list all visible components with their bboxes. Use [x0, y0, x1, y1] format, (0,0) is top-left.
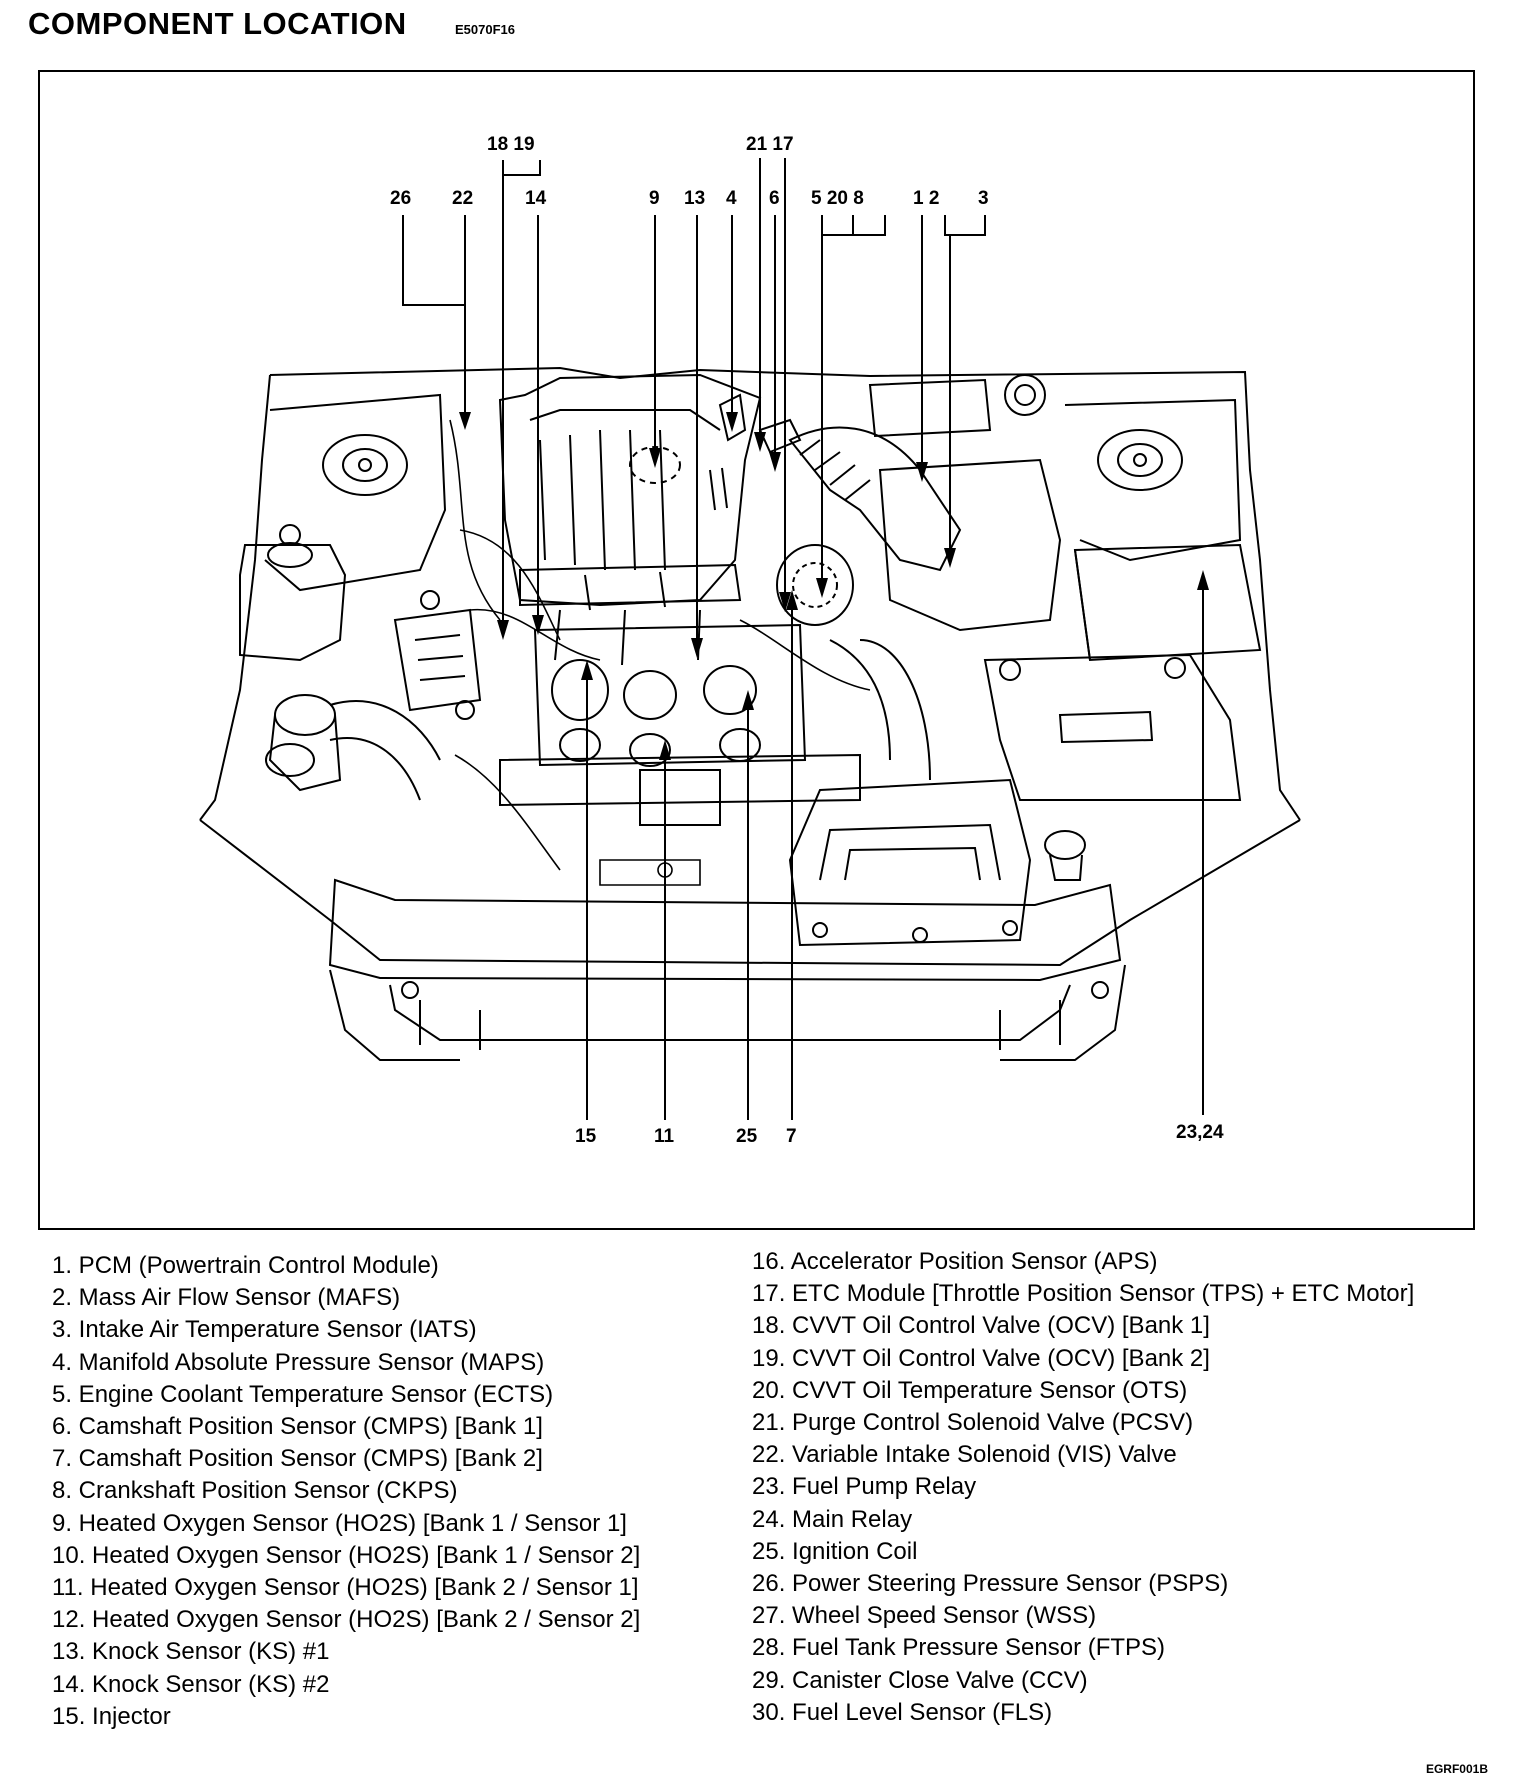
legend-item: 19. CVVT Oil Control Valve (OCV) [Bank 2…	[752, 1344, 1210, 1372]
right-components	[788, 458, 1262, 947]
legend-item: 21. Purge Control Solenoid Valve (PCSV)	[752, 1409, 1194, 1437]
callout-15: 15	[575, 1126, 597, 1147]
engine-bay-diagram: 18 19 21 17 26 22 14 9 13 4 6 5 20 8 1 2…	[199, 134, 1301, 1147]
legend-item: 30. Fuel Level Sensor (FLS)	[752, 1698, 1053, 1726]
callout-26: 26	[390, 188, 411, 209]
legend-item: 8. Crankshaft Position Sensor (CKPS)	[52, 1477, 458, 1505]
legend-item: 16. Accelerator Position Sensor (APS)	[752, 1248, 1158, 1275]
legend-item: 4. Manifold Absolute Pressure Sensor (MA…	[52, 1348, 545, 1376]
callout-4: 4	[726, 188, 737, 209]
legend-item: 5. Engine Coolant Temperature Sensor (EC…	[52, 1380, 554, 1408]
wiring-harness	[449, 419, 871, 886]
diagram-frame	[38, 70, 1475, 1230]
legend-item: 7. Camshaft Position Sensor (CMPS) [Bank…	[52, 1445, 543, 1473]
legend-right-column: 16. Accelerator Position Sensor (APS) 17…	[752, 1246, 1414, 1729]
figure-code-top: E5070F16	[455, 22, 515, 37]
callout-13: 13	[684, 188, 705, 209]
callout-3: 3	[978, 188, 989, 209]
legend-left-column: 1. PCM (Powertrain Control Module) 2. Ma…	[52, 1250, 640, 1733]
legend-item: 17. ETC Module [Throttle Position Sensor…	[752, 1280, 1415, 1308]
page-title: COMPONENT LOCATION	[28, 6, 407, 41]
callout-11: 11	[654, 1126, 675, 1147]
arrowheads	[459, 412, 1209, 760]
engine-bay-outline	[199, 366, 1301, 1061]
callout-22: 22	[452, 188, 473, 209]
legend-item: 28. Fuel Tank Pressure Sensor (FTPS)	[752, 1634, 1166, 1662]
callout-23-24: 23,24	[1176, 1122, 1224, 1143]
engine-intake-manifold	[498, 373, 861, 826]
legend-item: 29. Canister Close Valve (CCV)	[752, 1666, 1088, 1694]
legend-item: 6. Camshaft Position Sensor (CMPS) [Bank…	[52, 1413, 543, 1441]
legend-item: 9. Heated Oxygen Sensor (HO2S) [Bank 1 /…	[52, 1509, 627, 1537]
left-components	[239, 524, 482, 801]
legend-item: 18. CVVT Oil Control Valve (OCV) [Bank 1…	[752, 1312, 1210, 1340]
legend-item: 20. CVVT Oil Temperature Sensor (OTS)	[752, 1376, 1188, 1404]
callout-6: 6	[769, 188, 780, 209]
legend-item: 22. Variable Intake Solenoid (VIS) Valve	[752, 1441, 1177, 1469]
legend-item: 25. Ignition Coil	[752, 1537, 918, 1565]
callout-18-19: 18 19	[487, 134, 535, 155]
callout-1-2: 1 2	[913, 188, 939, 209]
figure-code-bottom: EGRF001B	[1425, 1762, 1488, 1776]
callout-9: 9	[649, 188, 660, 209]
legend-item: 12. Heated Oxygen Sensor (HO2S) [Bank 2 …	[52, 1606, 641, 1634]
callout-25: 25	[736, 1126, 758, 1147]
leader-lines	[402, 158, 1204, 1120]
legend-item: 11. Heated Oxygen Sensor (HO2S) [Bank 2 …	[52, 1574, 639, 1602]
callout-14: 14	[525, 188, 547, 209]
legend-item: 3. Intake Air Temperature Sensor (IATS)	[52, 1316, 477, 1344]
callout-7: 7	[786, 1126, 797, 1147]
callout-labels: 18 19 21 17 26 22 14 9 13 4 6 5 20 8 1 2…	[390, 134, 1224, 1147]
legend-item: 26. Power Steering Pressure Sensor (PSPS…	[752, 1570, 1229, 1598]
legend-item: 27. Wheel Speed Sensor (WSS)	[752, 1602, 1097, 1630]
legend-item: 2. Mass Air Flow Sensor (MAFS)	[52, 1284, 401, 1312]
intake-duct	[709, 374, 1046, 626]
legend-item: 13. Knock Sensor (KS) #1	[52, 1638, 330, 1666]
legend-item: 24. Main Relay	[752, 1505, 913, 1533]
legend-item: 1. PCM (Powertrain Control Module)	[52, 1252, 439, 1279]
legend-item: 14. Knock Sensor (KS) #2	[52, 1670, 330, 1698]
legend-item: 15. Injector	[52, 1702, 171, 1730]
legend-item: 10. Heated Oxygen Sensor (HO2S) [Bank 1 …	[52, 1541, 641, 1569]
legend-item: 23. Fuel Pump Relay	[752, 1473, 977, 1501]
callout-5-20-8: 5 20 8	[811, 188, 864, 209]
callout-21-17: 21 17	[746, 134, 794, 155]
